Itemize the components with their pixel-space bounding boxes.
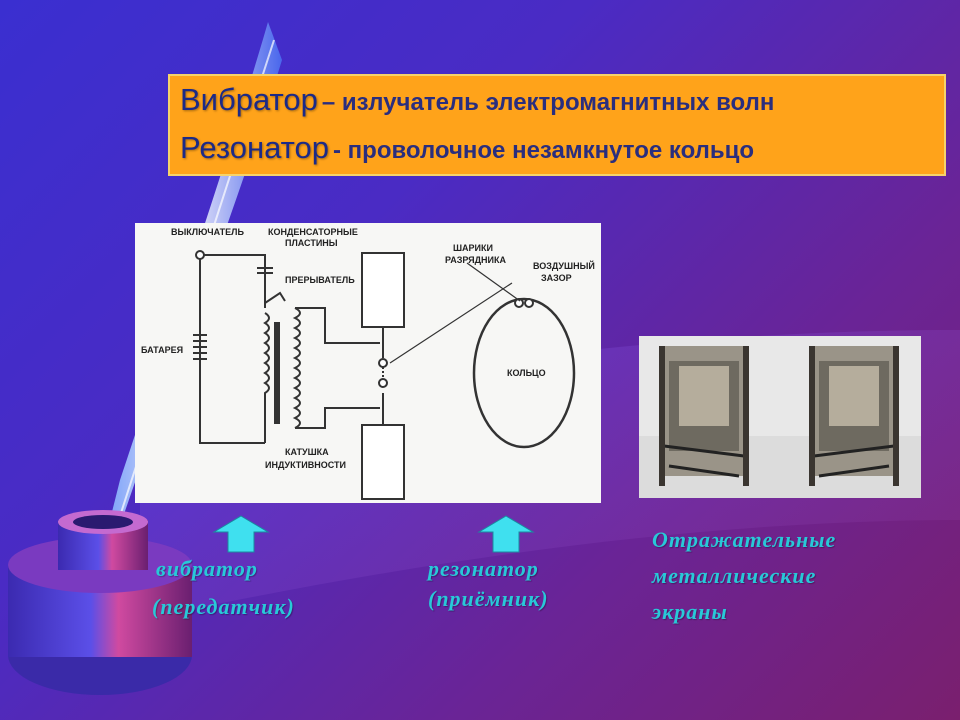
resonator-ring xyxy=(472,297,576,449)
arrow-up-resonator-icon xyxy=(477,515,535,553)
desc-vibrator: – излучатель электромагнитных волн xyxy=(321,89,775,116)
caption-vibrator: вибратор (передатчик) xyxy=(152,556,295,620)
definitions-box: Вибратор– излучатель электромагнитных во… xyxy=(168,74,946,176)
caption-resonator: резонатор (приёмник) xyxy=(428,556,549,612)
arrow-up-vibrator-icon xyxy=(212,515,270,553)
term-vibrator: Вибратор xyxy=(180,82,318,117)
spark-ball-bottom xyxy=(378,378,388,388)
primary-coil xyxy=(263,312,270,443)
label-battery: БАТАРЕЯ xyxy=(141,345,183,355)
wire-left-loop xyxy=(199,255,265,444)
caption-screens-line1: Отражательные xyxy=(652,527,837,552)
switch-terminal xyxy=(195,250,205,260)
caption-screens: Отражательные металлические экраны xyxy=(652,522,836,630)
caption-vibrator-role: (передатчик) xyxy=(152,594,295,619)
label-spark-balls-1: ШАРИКИ xyxy=(453,243,493,253)
caption-resonator-role: (приёмник) xyxy=(428,586,549,611)
capacitor-plate-bottom xyxy=(361,424,405,500)
hertz-circuit-diagram: ВЫКЛЮЧАТЕЛЬ КОНДЕНСАТОРНЫЕ ПЛАСТИНЫ ШАРИ… xyxy=(135,223,601,503)
inkwell xyxy=(8,510,192,695)
label-switch: ВЫКЛЮЧАТЕЛЬ xyxy=(171,227,244,237)
caption-vibrator-name: вибратор xyxy=(156,556,258,581)
label-coil-1: КАТУШКА xyxy=(285,447,329,457)
label-interrupter: ПРЕРЫВАТЕЛЬ xyxy=(285,275,355,285)
label-air-gap-2: ЗАЗОР xyxy=(541,273,572,283)
battery-symbol xyxy=(193,334,207,360)
definition-resonator: Резонатор- проволочное незамкнутое кольц… xyxy=(180,130,754,166)
caption-screens-line2: металлические xyxy=(652,563,817,588)
label-capacitor-1: КОНДЕНСАТОРНЫЕ xyxy=(268,227,358,237)
screen-left xyxy=(659,346,749,486)
term-resonator: Резонатор xyxy=(180,130,329,165)
definition-vibrator: Вибратор– излучатель электромагнитных во… xyxy=(180,82,774,118)
secondary-coil xyxy=(292,307,301,429)
label-spark-balls-2: РАЗРЯДНИКА xyxy=(445,255,506,265)
reflective-screens-photo xyxy=(639,336,921,498)
label-capacitor-2: ПЛАСТИНЫ xyxy=(285,238,338,248)
caption-resonator-name: резонатор xyxy=(428,556,539,581)
interrupter xyxy=(264,291,286,304)
caption-screens-line3: экраны xyxy=(652,599,728,624)
spark-ball-top xyxy=(378,358,388,368)
desc-resonator: - проволочное незамкнутое кольцо xyxy=(333,137,755,164)
label-ring: КОЛЬЦО xyxy=(507,368,546,378)
label-air-gap-1: ВОЗДУШНЫЙ xyxy=(533,260,595,271)
capacitor-plate-top xyxy=(361,252,405,328)
label-coil-2: ИНДУКТИВНОСТИ xyxy=(265,460,346,470)
screen-right xyxy=(809,346,899,486)
